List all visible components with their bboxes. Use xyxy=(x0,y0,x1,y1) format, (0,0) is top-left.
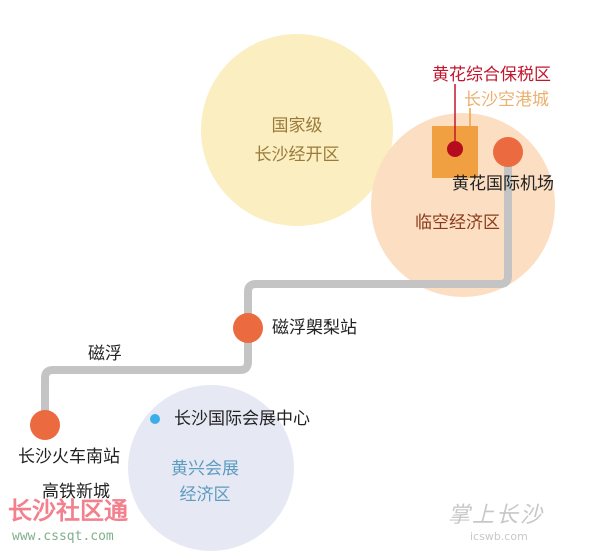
huangxing-zone-line2: 经济区 xyxy=(179,485,231,505)
kaifa-zone-line1: 国家级 xyxy=(271,116,323,136)
hsr-city-label: 高铁新城 xyxy=(42,482,110,502)
watermark-right-url: icswb.com xyxy=(470,530,528,543)
linkong-zone-label: 临空经济区 xyxy=(415,213,500,233)
watermark-left-name: 长沙社区通 xyxy=(8,497,128,525)
kaifa-zone-circle xyxy=(201,34,393,226)
airport-label: 黄花国际机场 xyxy=(452,174,554,194)
huangxing-zone-circle xyxy=(128,385,294,551)
maglev-label: 磁浮 xyxy=(88,344,122,364)
kaifa-zone-line2: 长沙经开区 xyxy=(254,145,340,165)
south-station-label: 长沙火车南站 xyxy=(18,447,120,467)
south-station-dot[interactable] xyxy=(30,410,60,440)
bonded-zone-label: 黄花综合保税区 xyxy=(432,65,551,85)
huangxing-zone-line1: 黄兴会展 xyxy=(171,459,239,479)
langli-station-label: 磁浮㮾梨站 xyxy=(272,318,357,338)
airport-station-dot[interactable] xyxy=(493,137,523,167)
watermark-right-name: 掌上长沙 xyxy=(448,503,545,528)
airport-city-label: 长沙空港城 xyxy=(464,90,549,110)
bonded-zone-dot xyxy=(447,141,463,157)
expo-center-label: 长沙国际会展中心 xyxy=(174,409,310,429)
expo-center-dot xyxy=(150,414,160,424)
watermark-left-url: www.cssqt.com xyxy=(12,529,114,544)
langli-station-dot[interactable] xyxy=(233,313,263,343)
